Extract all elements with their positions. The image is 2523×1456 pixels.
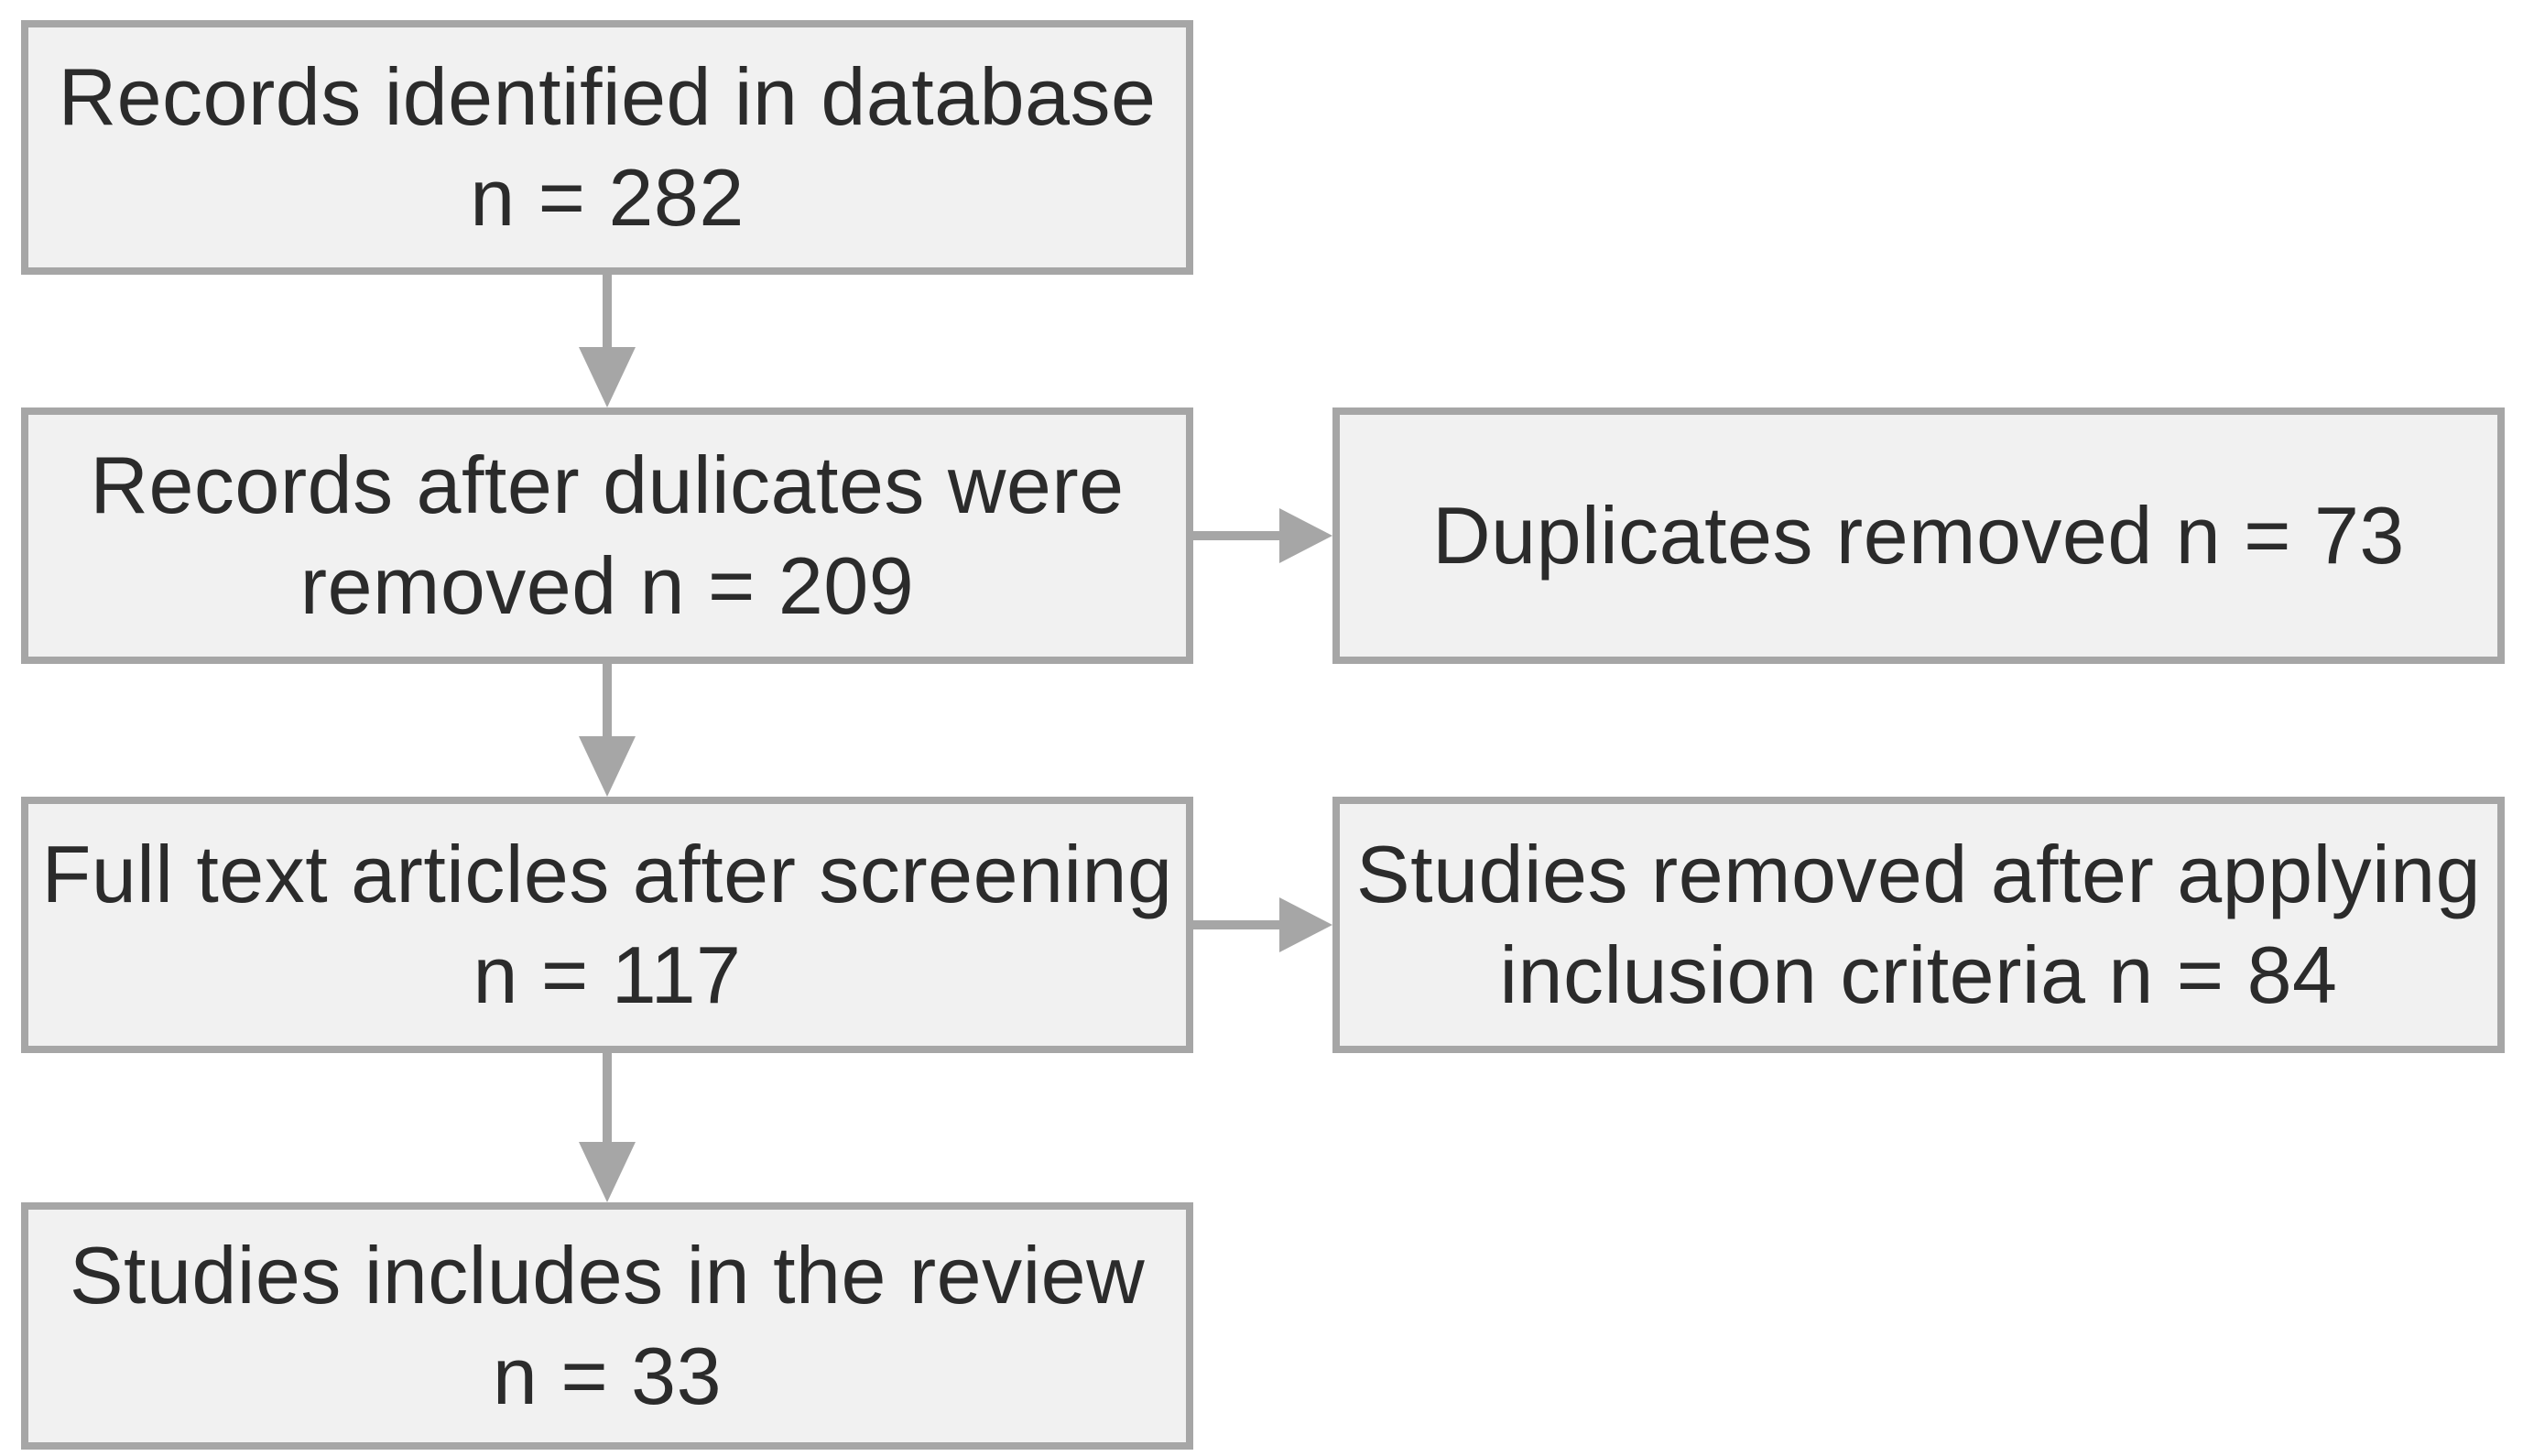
arrow-to-removed-inclusion-criteria-stem [1193,920,1279,929]
box-studies-included-text: Studies includes in the review n = 33 [69,1230,1146,1421]
box-duplicates-removed-text: Duplicates removed n = 73 [1432,490,2405,581]
box-removed-inclusion-criteria: Studies removed after applying inclusion… [1332,797,2505,1053]
arrow-down-icon [579,1142,636,1202]
box-full-text-after-screening: Full text articles after screening n = 1… [21,797,1193,1053]
arrow-right-icon [1279,897,1332,952]
arrow-down-icon [579,736,636,797]
box-duplicates-removed: Duplicates removed n = 73 [1332,407,2505,664]
arrow-fulltext-to-included-stem [603,1053,612,1144]
arrow-down-icon [579,347,636,407]
box-records-identified: Records identified in database n = 282 [21,20,1193,275]
arrow-deduplicated-to-fulltext-stem [603,664,612,738]
box-records-after-duplicates: Records after dulicates were removed n =… [21,407,1193,664]
arrow-right-icon [1279,508,1332,563]
box-removed-inclusion-criteria-text: Studies removed after applying inclusion… [1355,829,2482,1020]
box-full-text-after-screening-text: Full text articles after screening n = 1… [41,829,1173,1020]
box-records-identified-text: Records identified in database n = 282 [58,51,1157,243]
box-studies-included: Studies includes in the review n = 33 [21,1202,1193,1450]
arrow-to-duplicates-removed-stem [1193,531,1279,540]
box-records-after-duplicates-text: Records after dulicates were removed n =… [90,440,1125,631]
arrow-identified-to-deduplicated-stem [603,275,612,349]
